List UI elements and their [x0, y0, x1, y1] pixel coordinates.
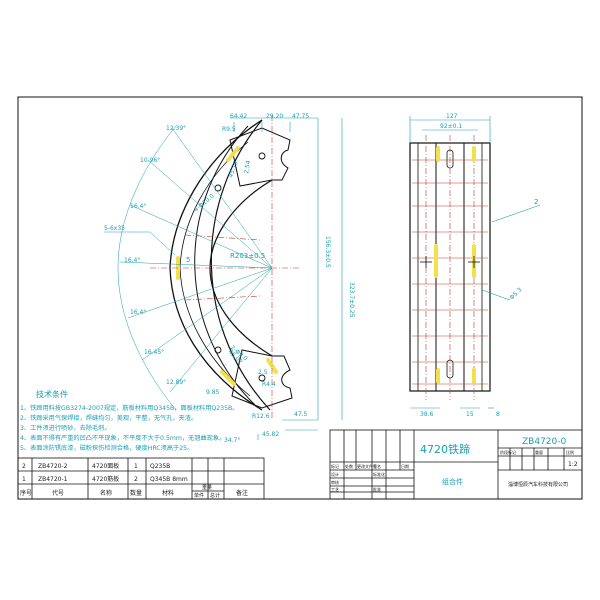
sheet-border: [17, 96, 583, 500]
drawing-name: 4720铁蹄: [420, 442, 470, 456]
angle-1: 12.39°: [166, 125, 186, 132]
parts-rows: 2 ZB4720-2 4720面板 1 Q235B 1 ZB4720-1 472…: [20, 462, 248, 499]
top-pin-hole: [258, 152, 266, 160]
angle-7: 12.89°: [166, 379, 186, 386]
part-row-1-code: ZB4720-1: [38, 476, 68, 483]
right-view: 127 92±0.1 Φ5.3 38.6 15 8 2: [409, 113, 541, 418]
tb-label-mark: 标记: [331, 463, 339, 469]
part-row-2-code: ZB4720-2: [38, 463, 68, 470]
rv-dim-b2: 15: [466, 411, 474, 418]
hdr-unit: 单件: [194, 492, 204, 499]
part-row-2-qty: 1: [134, 463, 138, 470]
small-dim-5: 2.5: [258, 369, 268, 376]
dim-top-1: 64.42: [230, 113, 247, 120]
rv-dim-b3: 8: [496, 411, 500, 418]
dim-top-3: 47.75: [292, 113, 309, 120]
hdr-weight: 重量: [202, 484, 212, 491]
hdr-no: 序号: [20, 489, 32, 497]
dim-r95: R9.5: [222, 126, 236, 133]
part-row-2-no: 2: [22, 463, 26, 470]
vert-dim-1: 156.3±0.5: [324, 236, 331, 268]
company-name: 淄博恒辰汽车科技有限公司: [508, 481, 568, 488]
angle-6: 16.45°: [144, 349, 164, 356]
drawing-number: ZB4720-0: [522, 437, 566, 447]
technical-notes: 技术条件 1、铁蹄用料按GB3274-2007规定，筋板材料用Q345B，面板材…: [20, 389, 239, 452]
note-line-5: 5、表面涂防锈底漆，磁粉探伤检测合格，硬度HRC须高于25。: [20, 444, 193, 452]
part-row-2-mat: Q235B: [150, 463, 170, 470]
tb-label-stage: 阶段标记: [500, 449, 516, 455]
angle-3: 16.4°: [130, 203, 146, 210]
title-block: [329, 429, 583, 500]
dim-rh: R4.4: [262, 381, 276, 388]
note-line-2: 2、铁蹄采用气保焊接，焊缝均匀，美观，平整，无气孔，夹渣。: [20, 414, 197, 422]
bottom-dim-3: 34.7°: [224, 437, 240, 444]
angle-4: 16.4°: [124, 257, 140, 264]
rv-dim-inner: 92±0.1: [440, 123, 462, 130]
tb-label-count: 处数: [345, 463, 353, 469]
tb-label-approve: 批准: [373, 486, 381, 492]
bottom-dim-1: 47.5: [294, 411, 308, 418]
tb-label-date: 日期: [401, 463, 409, 469]
hdr-remark: 备注: [236, 489, 248, 497]
notes-title: 技术条件: [36, 389, 68, 399]
part-row-1-qty: 2: [134, 476, 138, 483]
part-row-2-name: 4720面板: [92, 462, 119, 470]
hdr-total: 总计: [210, 492, 220, 499]
small-dim-2: 2.54: [243, 160, 252, 175]
tb-label-scale: 比例: [566, 449, 574, 455]
shoe-outer-arc: [194, 125, 256, 406]
tb-label-std: 标准化: [373, 471, 385, 477]
part-row-1-no: 1: [22, 476, 26, 483]
hdr-code: 代号: [52, 489, 64, 497]
rv-callout: 2: [534, 198, 538, 206]
dim-r126: R12.6: [252, 413, 270, 420]
bottom-dim-2: 45.82: [262, 431, 279, 438]
vert-dim-2: 323.7±0.25: [348, 282, 355, 318]
slot-number: 5: [186, 256, 190, 264]
angle-2: 10.96°: [140, 157, 160, 164]
note-line-3: 3、工件须进行喷砂，去除毛刺。: [20, 424, 111, 432]
dim-top-2: 29.20: [266, 113, 283, 120]
left-view: 64.42 29.20 47.75 R9.5 12.39° 10.96° 16.…: [104, 113, 355, 444]
tb-label-change: 更改文件号: [357, 463, 377, 469]
note-line-4: 4、表面不得有严重的凹凸不平现象，不平度不大于0.5mm，无翘曲现象。: [20, 434, 225, 442]
part-row-1-name: 4720筋板: [92, 475, 119, 483]
hdr-mat: 材料: [162, 489, 174, 497]
tb-label-review: 审核: [331, 479, 339, 485]
tb-label-design: 设计: [331, 471, 339, 477]
bottom-pin-hole: [258, 374, 266, 382]
parts-table: [17, 457, 265, 500]
assembly-label: 组合件: [442, 477, 463, 486]
slot-callout: 5-6x35: [104, 225, 125, 232]
dim-r203: R203±0.5: [230, 252, 265, 260]
tb-label-weight: 重量: [535, 449, 543, 455]
rv-dim-hole: Φ5.3: [508, 286, 523, 301]
hole-label-1: 4-Φ10.0: [193, 193, 216, 214]
rv-dim-b1: 38.6: [420, 411, 434, 418]
part-row-1-mat: Q345B 8mm: [150, 476, 188, 483]
angle-5: 16.4°: [130, 309, 146, 316]
tb-label-process: 工艺: [331, 487, 339, 492]
small-dim-4: 9.85: [206, 389, 220, 396]
note-line-1: 1、铁蹄用料按GB3274-2007规定，筋板材料用Q345B，面板材料用Q23…: [20, 404, 239, 412]
hdr-qty: 数量: [130, 489, 142, 497]
scale-value: 1:2: [568, 461, 578, 468]
rv-dim-width: 127: [446, 113, 458, 120]
hdr-name: 名称: [100, 489, 112, 497]
title-block-text: 4720铁蹄 ZB4720-0 组合件 淄博恒辰汽车科技有限公司 1:2 标记 …: [331, 437, 578, 492]
tb-label-sign: 签名: [373, 463, 381, 469]
